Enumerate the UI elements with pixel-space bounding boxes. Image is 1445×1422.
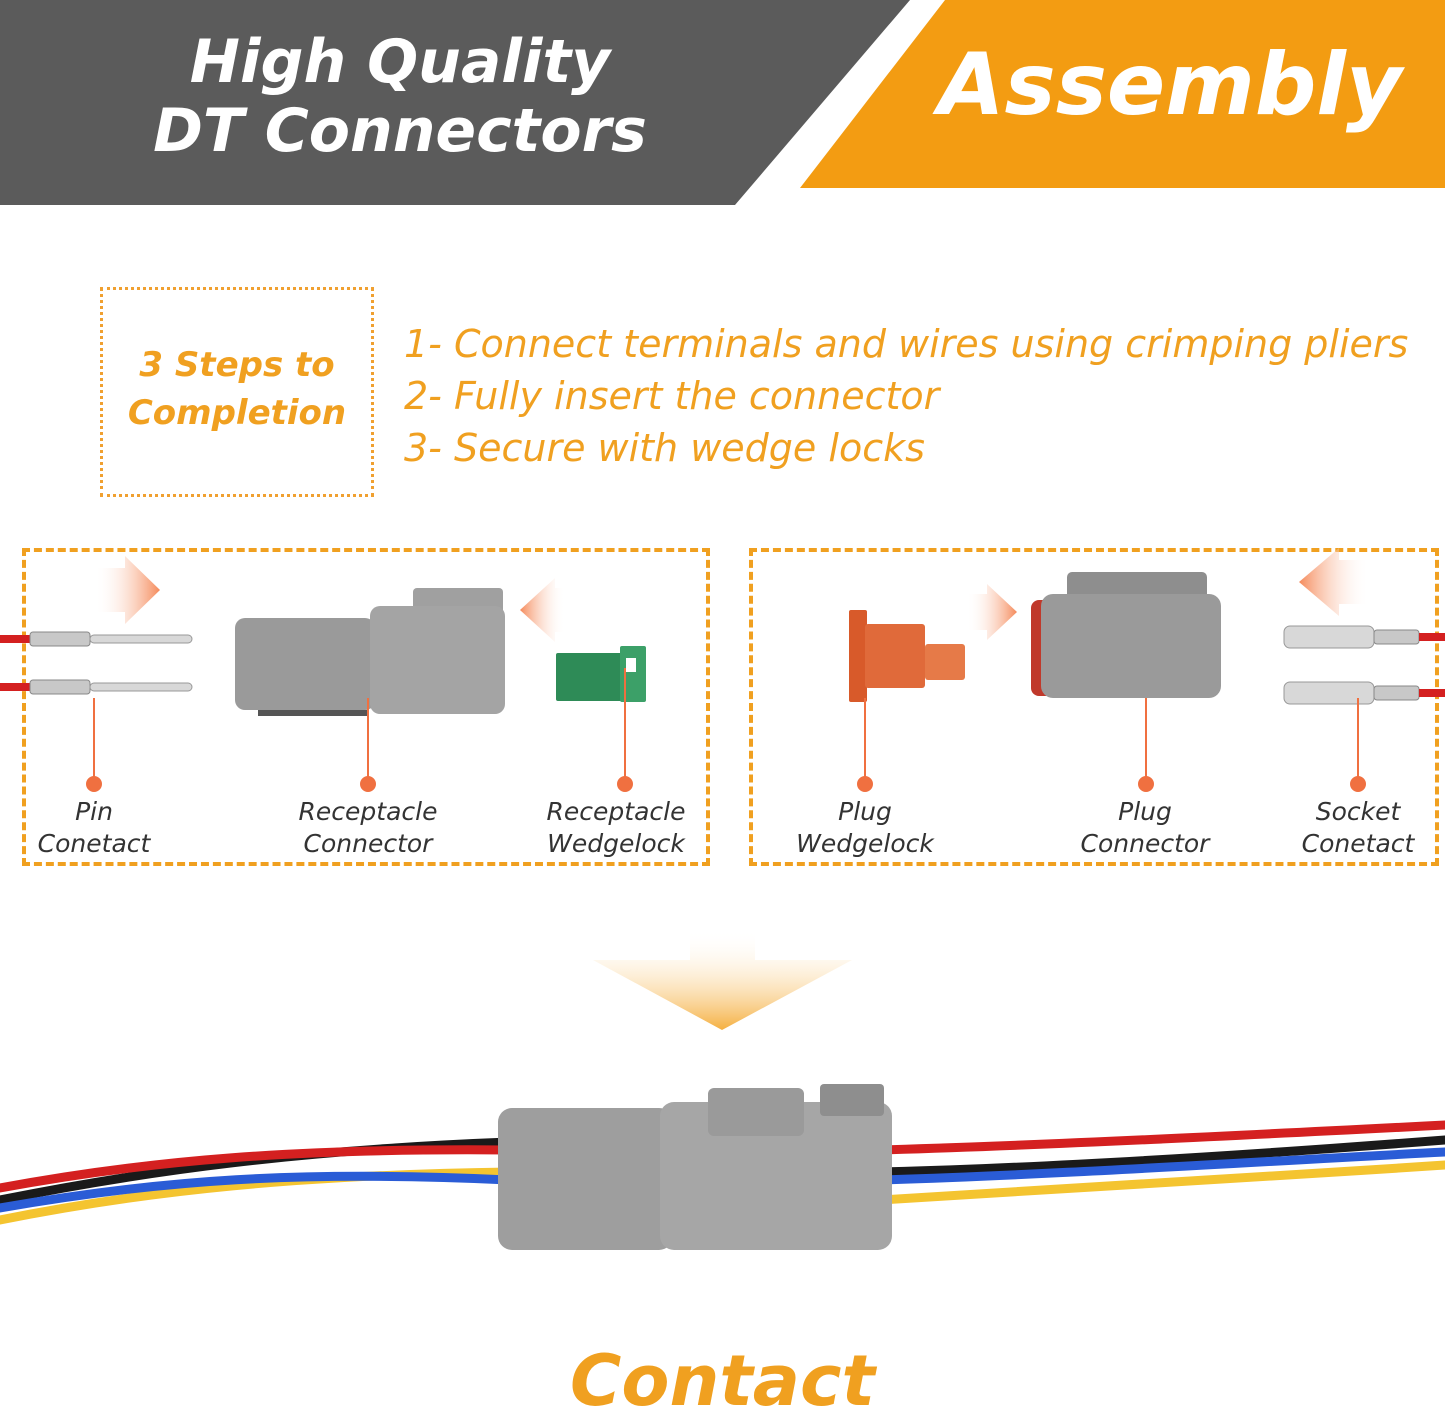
- receptacle-wedgelock-label: Receptacle Wedgelock: [516, 796, 716, 860]
- steps-list: 1- Connect terminals and wires using cri…: [404, 318, 1444, 474]
- receptacle-connector-label: Receptacle Connector: [268, 796, 468, 860]
- arrow-left-icon: [520, 578, 565, 642]
- header-title-line1: High Quality: [189, 27, 611, 97]
- receptacle-panel: [22, 548, 710, 866]
- assembly-label: Assembly: [938, 35, 1402, 135]
- plug-connector-label: Plug Connector: [1045, 796, 1245, 860]
- pin-contact-label: Pin Conetact: [0, 796, 194, 860]
- receptacle-connector-image: [235, 588, 505, 716]
- step-item-1: 1- Connect terminals and wires using cri…: [404, 322, 1409, 366]
- step-item-2: 2- Fully insert the connector: [404, 374, 940, 418]
- plug-wedgelock-image: [849, 610, 965, 702]
- plug-connector-image: [1031, 572, 1221, 698]
- plug-wedgelock-label-line2: Wedgelock: [796, 829, 934, 858]
- socket-contact-label-line1: Socket: [1315, 797, 1401, 826]
- assembled-connector-image: [0, 1084, 1445, 1250]
- steps-box: 3 Steps to Completion: [100, 287, 374, 497]
- arrow-right-icon: [967, 584, 1017, 640]
- plug-connector-label-line2: Connector: [1080, 829, 1210, 858]
- steps-box-title-line2: Completion: [127, 392, 347, 433]
- arrow-left-icon: [1299, 548, 1369, 616]
- socket-contact-label: Socket Conetact: [1258, 796, 1445, 860]
- pin-contact-label-line2: Conetact: [37, 829, 151, 858]
- pin-contact-label-line1: Pin: [75, 797, 113, 826]
- receptacle-parts-illustration: [0, 556, 646, 792]
- header-title-line2: DT Connectors: [153, 96, 647, 166]
- socket-contact-image: [1283, 625, 1445, 705]
- plug-parts-illustration: [849, 548, 1445, 792]
- plug-wedgelock-label: Plug Wedgelock: [765, 796, 965, 860]
- pin-contact-image: [0, 631, 193, 695]
- arrow-right-icon: [95, 556, 160, 624]
- step-item-3: 3- Secure with wedge locks: [404, 426, 925, 470]
- contact-label: Contact: [570, 1340, 875, 1422]
- header-title: High Quality DT Connectors: [120, 28, 680, 166]
- receptacle-wedgelock-image: [556, 646, 646, 702]
- socket-contact-label-line2: Conetact: [1301, 829, 1415, 858]
- receptacle-connector-label-line1: Receptacle: [298, 797, 438, 826]
- header-banner: [0, 0, 1445, 205]
- plug-wedgelock-label-line1: Plug: [838, 797, 892, 826]
- receptacle-wedgelock-label-line2: Wedgelock: [547, 829, 685, 858]
- plug-panel: [749, 548, 1439, 866]
- steps-box-title-line1: 3 Steps to: [139, 345, 335, 385]
- steps-box-title: 3 Steps to Completion: [103, 342, 371, 437]
- receptacle-connector-label-line2: Connector: [303, 829, 433, 858]
- arrow-down-icon: [593, 930, 852, 1030]
- plug-connector-label-line1: Plug: [1118, 797, 1172, 826]
- receptacle-wedgelock-label-line1: Receptacle: [546, 797, 686, 826]
